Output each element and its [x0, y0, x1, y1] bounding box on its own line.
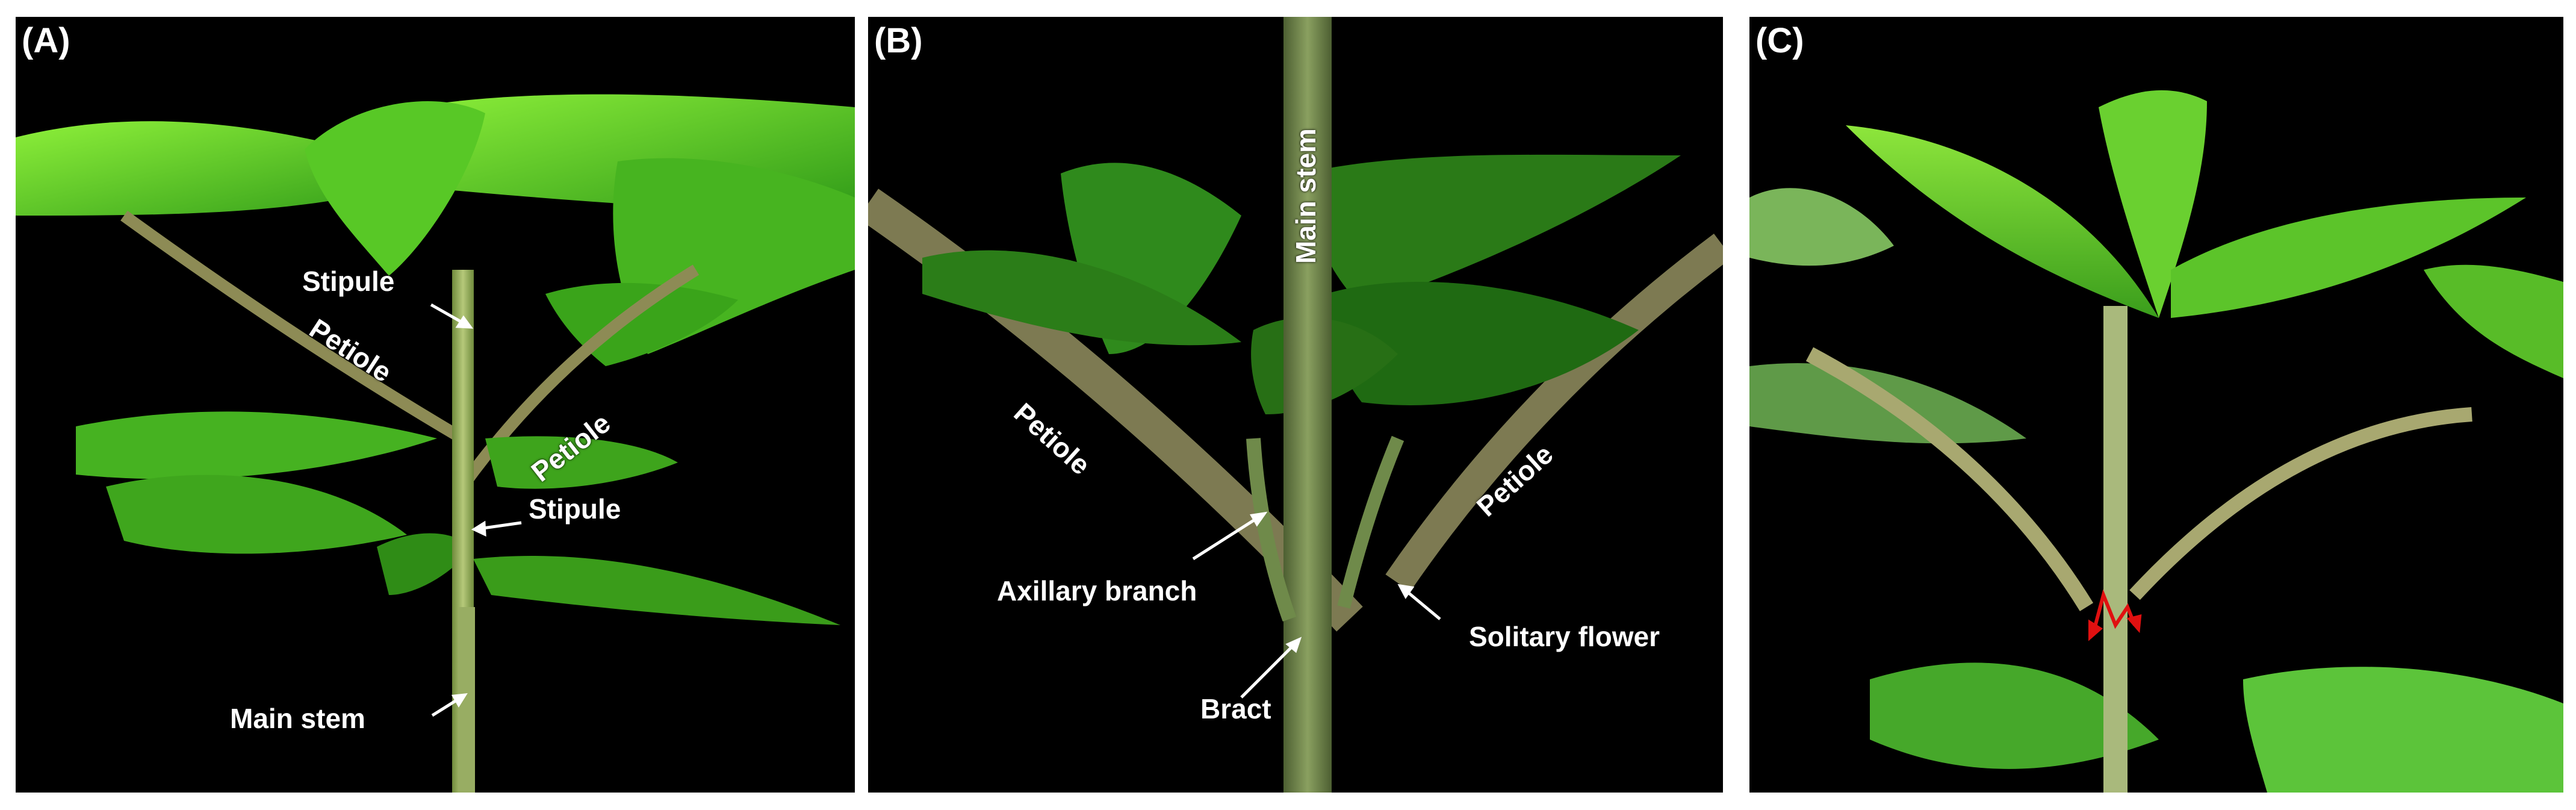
bract-label: Bract — [1200, 693, 1271, 724]
leaf — [1326, 282, 1639, 405]
leaf — [1302, 154, 1681, 306]
leaf — [2424, 264, 2563, 378]
petiole — [1805, 347, 2094, 611]
panel-label: (A) — [22, 21, 70, 60]
petiole — [2129, 407, 2472, 600]
annotation-arrows — [430, 303, 522, 717]
axillary-branch-shape — [1337, 435, 1404, 609]
leaf — [473, 555, 840, 625]
stipule-bottom-label: Stipule — [529, 493, 621, 525]
panel-c-image — [1749, 90, 2563, 793]
leaf — [1870, 662, 2159, 769]
axillary-branch-shape — [1246, 438, 1297, 622]
axillary-branch-label: Axillary branch — [997, 575, 1197, 606]
annotation-arrows — [1192, 511, 1441, 699]
leaf — [2099, 90, 2207, 318]
panel-a-image — [16, 94, 855, 793]
leaf — [2243, 667, 2563, 793]
leaf — [76, 411, 437, 479]
main-stem-label: Main stem — [1290, 128, 1321, 264]
main-stem-label: Main stem — [230, 703, 365, 734]
petiole — [1385, 234, 1723, 592]
red-arrow — [2088, 589, 2142, 641]
main-stem-shape — [1283, 17, 1332, 793]
leaf — [305, 101, 485, 276]
leaf — [1846, 125, 2159, 318]
leaf — [1749, 188, 1894, 266]
panel-a: (A) Stipule Petiole Petiole Stipule Main… — [16, 17, 855, 793]
panel-c: (C) — [1749, 17, 2563, 793]
stipule-top-label: Stipule — [302, 266, 395, 297]
leaf — [377, 533, 473, 595]
solitary-flower-label: Solitary flower — [1469, 621, 1660, 652]
panel-label: (C) — [1755, 21, 1804, 60]
petiole — [120, 210, 466, 444]
main-stem-shape — [2103, 306, 2128, 793]
leaf — [922, 250, 1241, 346]
panel-b-image — [868, 17, 1723, 793]
panel-b: (B) Main stem Petiole Petiole Axillary b… — [868, 17, 1723, 793]
panel-label: (B) — [874, 21, 923, 60]
leaf — [485, 436, 678, 489]
leaf — [2171, 198, 2526, 318]
leaf — [106, 475, 407, 554]
